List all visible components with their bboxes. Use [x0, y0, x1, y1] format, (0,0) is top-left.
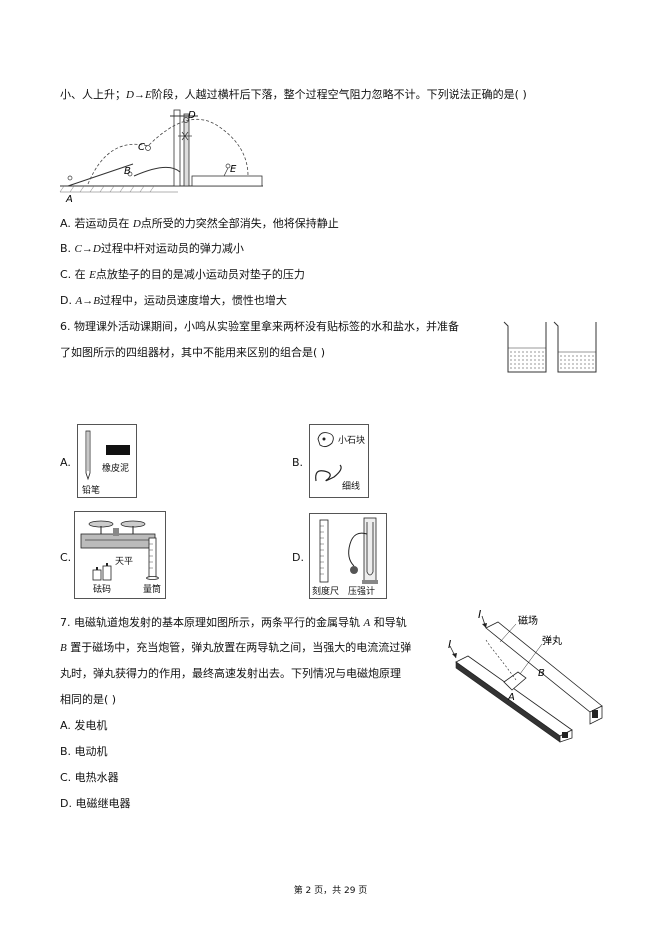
railgun-label-bullet: 弹丸 [542, 634, 562, 647]
q5-option-a-prefix: A. 若运动员在 [60, 217, 133, 230]
fig-label-c: C [138, 142, 145, 153]
railgun-label-field: 磁场 [518, 614, 538, 627]
q6-option-d-letter: D. [292, 551, 304, 564]
q6-option-a-box: 橡皮泥 铅笔 [77, 424, 137, 498]
q5-option-c-var: E [89, 269, 96, 281]
railgun-label-i1: I [478, 608, 481, 621]
q5-option-d-var: A→B [75, 295, 100, 307]
q5-option-c-text: 点放垫子的目的是减小运动员对垫子的压力 [95, 268, 305, 281]
q6-c-item3: 量筒 [143, 585, 162, 595]
railgun-figure: I I 磁场 弹丸 B A [448, 608, 603, 743]
q5-option-c: C. 在 E点放垫子的目的是减小运动员对垫子的压力 [60, 267, 305, 283]
q7-stem-line1: 7. 电磁轨道炮发射的基本原理如图所示，两条平行的金属导轨 A 和导轨 [60, 615, 407, 631]
fig-label-d: D [188, 110, 196, 121]
q5-option-a-var: D [132, 218, 141, 230]
fig-label-a: A [65, 194, 73, 205]
page-footer: 第 2 页，共 29 页 [293, 886, 368, 896]
railgun-label-a: A [507, 692, 515, 703]
q5-stem-c: 阶段，人越过横杆后下落，整个过程空气阻力忽略不计。下列说法正确的是( ) [151, 88, 527, 101]
q5-stem-a: 小、人上升； [60, 88, 126, 101]
q7-option-c: C. 电热水器 [60, 771, 119, 784]
q6-stem-line1: 6. 物理课外活动课期间，小鸣从实验室里拿来两杯没有贴标签的水和盐水，并准备 [60, 320, 459, 333]
q7-stem-line4: 相同的是( ) [60, 693, 117, 706]
q6-option-b-letter: B. [292, 456, 304, 469]
q7-stem-line3: 丸时，弹丸获得力的作用，最终高速发射出去。下列情况与电磁炮原理 [60, 667, 401, 680]
q6-stem-line2: 了如图所示的四组器材，其中不能用来区别的组合是( ) [60, 346, 326, 359]
q5-option-b-var: C→D [74, 243, 101, 255]
q5-option-d-text: 过程中，运动员速度增大，惯性也增大 [99, 294, 287, 307]
q7-line1-b: 和导轨 [370, 616, 407, 629]
q6-d-item2: 压强计 [348, 587, 376, 597]
fig-label-b: B [124, 166, 131, 177]
q6-option-d-box: 刻度尺 压强计 [309, 513, 387, 599]
q6-a-item2: 橡皮泥 [102, 464, 130, 474]
q6-option-b-box: 小石块 细线 [309, 424, 369, 498]
q5-stem: 小、人上升；D→E阶段，人越过横杆后下落，整个过程空气阻力忽略不计。下列说法正确… [60, 87, 527, 103]
balance-icon [80, 520, 159, 581]
q7-line2-var: B [60, 642, 67, 654]
q6-c-item2: 砝码 [93, 585, 112, 595]
q7-stem-line2: B 置于磁场中，充当炮管，弹丸放置在两导轨之间，当强大的电流流过弹 [60, 640, 411, 656]
pencil-icon [85, 430, 130, 481]
ruler-pressure-gauge-icon [319, 517, 378, 584]
q7-line2-b: 置于磁场中，充当炮管，弹丸放置在两导轨之间，当强大的电流流过弹 [66, 641, 412, 654]
q6-b-item1: 小石块 [338, 436, 366, 446]
q7-option-a: A. 发电机 [60, 719, 108, 732]
stone-string-icon [315, 432, 342, 482]
q7-option-d: D. 电磁继电器 [60, 797, 131, 810]
pole-vault-figure: A B C D E [59, 109, 263, 205]
q5-option-b: B. C→D过程中杆对运动员的弹力减小 [60, 241, 244, 257]
q5-option-d: D. A→B过程中，运动员速度增大，惯性也增大 [60, 293, 287, 309]
q5-option-b-prefix: B. [60, 242, 75, 255]
q6-option-c-letter: C. [60, 551, 72, 564]
q7-line1-var: A [363, 617, 371, 629]
q7-option-b: B. 电动机 [60, 745, 108, 758]
q5-option-b-text: 过程中杆对运动员的弹力减小 [100, 242, 244, 255]
railgun-label-b: B [538, 668, 545, 679]
q6-c-item1: 天平 [115, 557, 134, 567]
q7-line1-a: 7. 电磁轨道炮发射的基本原理如图所示，两条平行的金属导轨 [60, 616, 364, 629]
q6-d-item1: 刻度尺 [312, 587, 340, 597]
q5-option-c-prefix: C. 在 [60, 268, 90, 281]
q5-option-a-text: 点所受的力突然全部消失，他将保持静止 [140, 217, 339, 230]
q5-option-d-prefix: D. [60, 294, 76, 307]
fig-label-e: E [230, 164, 237, 175]
beakers-figure [503, 321, 597, 373]
q6-option-a-letter: A. [60, 456, 71, 469]
q5-stem-var: D→E [126, 89, 152, 101]
railgun-label-i2: I [448, 638, 451, 651]
q6-a-item1: 铅笔 [82, 486, 101, 496]
q6-b-item2: 细线 [342, 482, 361, 492]
q6-option-c-box: 天平 砝码 量筒 [74, 511, 166, 599]
q5-option-a: A. 若运动员在 D点所受的力突然全部消失，他将保持静止 [60, 216, 339, 232]
